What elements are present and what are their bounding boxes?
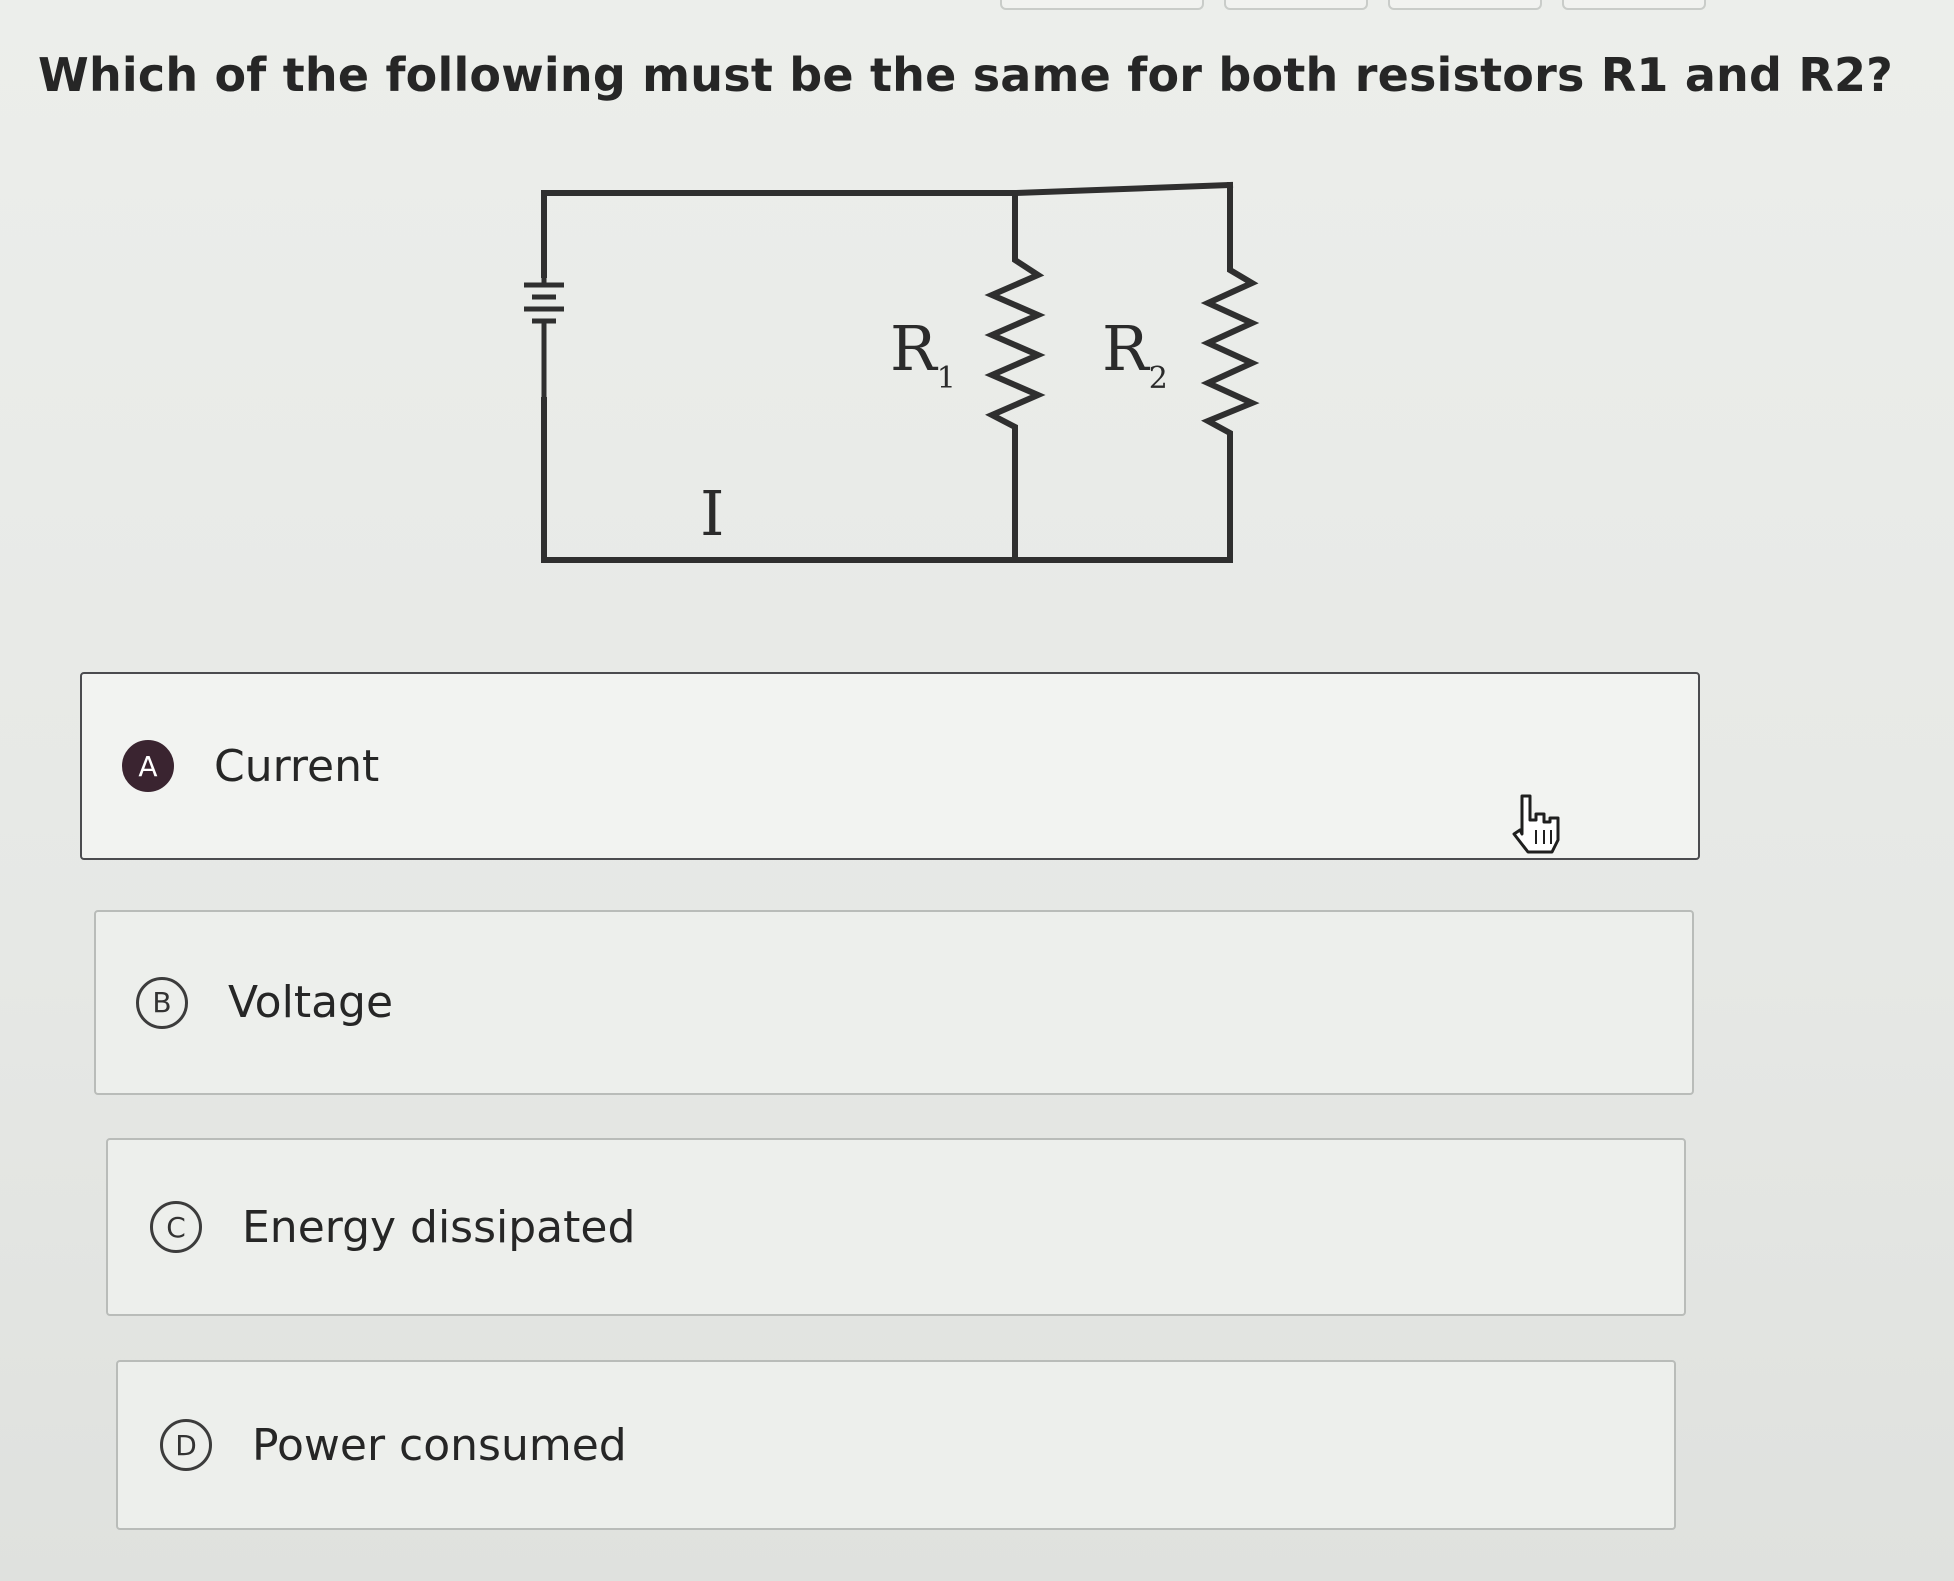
toolbar-tab[interactable]	[1000, 0, 1204, 10]
resistor-2-symbol	[1200, 182, 1260, 563]
circuit-wire-bottom	[541, 397, 1233, 563]
option-c-energy-dissipated[interactable]: C Energy dissipated	[106, 1138, 1686, 1316]
resistor-2-label: R2	[1102, 312, 1168, 396]
option-d-label: Power consumed	[252, 1419, 627, 1471]
top-toolbar-tabs	[1000, 0, 1706, 10]
circuit-wire-top	[541, 181, 1234, 278]
toolbar-tab[interactable]	[1224, 0, 1368, 10]
option-a-label: Current	[214, 740, 380, 792]
option-b-label: Voltage	[228, 977, 394, 1028]
option-a-current[interactable]: A Current	[80, 672, 1700, 860]
option-c-label: Energy dissipated	[242, 1201, 636, 1253]
option-b-voltage[interactable]: B Voltage	[94, 910, 1694, 1095]
option-a-badge: A	[122, 740, 174, 792]
option-c-badge: C	[150, 1201, 202, 1253]
question-text: Which of the following must be the same …	[38, 48, 1894, 102]
resistor-1-label: R1	[890, 312, 956, 396]
hand-pointer-icon	[1512, 794, 1560, 854]
option-d-badge: D	[160, 1419, 212, 1471]
battery-icon	[524, 275, 564, 400]
resistor-1-symbol	[984, 190, 1046, 563]
toolbar-tab[interactable]	[1388, 0, 1542, 10]
toolbar-tab[interactable]	[1562, 0, 1706, 10]
option-d-power-consumed[interactable]: D Power consumed	[116, 1360, 1676, 1530]
circuit-diagram: R1 R2 I	[524, 181, 1260, 563]
current-label: I	[700, 477, 725, 550]
option-b-badge: B	[136, 976, 188, 1029]
